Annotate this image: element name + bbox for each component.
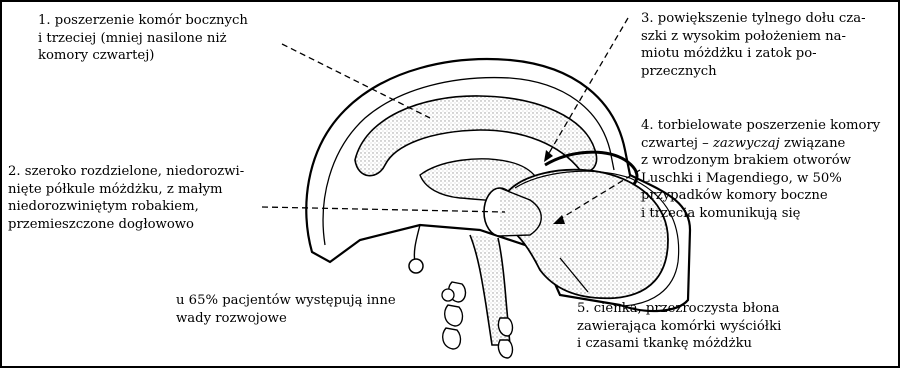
- leader-line-2: [262, 207, 505, 212]
- label-4-rest: z wrodzonym brakiem otworów Luschki i Ma…: [641, 153, 851, 221]
- label-4: 4. torbielowate poszerzenie komory czwart…: [641, 117, 880, 223]
- label-2-number: 2.: [8, 164, 21, 179]
- label-4-line2-post: związane: [780, 136, 846, 151]
- label-4-line1: torbielowate poszerzenie komory: [658, 118, 880, 133]
- label-3-text: powiększenie tylnego dołu cza- szki z wy…: [641, 11, 866, 79]
- note-text: u 65% pacjentów występują inne wady rozw…: [176, 293, 396, 326]
- label-1-text: poszerzenie komór bocznych i trzeciej (m…: [38, 13, 248, 63]
- label-1-number: 1.: [38, 13, 51, 28]
- note-other-defects: u 65% pacjentów występują inne wady rozw…: [176, 292, 396, 327]
- label-5-text: cienka, przezroczysta błona zawierająca …: [577, 301, 781, 351]
- leader-line-1: [282, 44, 430, 118]
- vertebra-5: [498, 340, 512, 358]
- label-5-number: 5.: [577, 301, 590, 316]
- label-2-text: szeroko rozdzielone, niedorozwi- nięte p…: [8, 164, 244, 232]
- vertebra-2: [445, 305, 463, 326]
- label-4-number: 4.: [641, 118, 654, 133]
- label-2: 2. szeroko rozdzielone, niedorozwi- nięt…: [8, 163, 244, 233]
- label-3: 3. powiększenie tylnego dołu cza- szki z…: [641, 10, 866, 80]
- occipital-condyle: [442, 289, 454, 301]
- label-5: 5. cienka, przezroczysta błona zawierają…: [577, 300, 781, 353]
- label-3-number: 3.: [641, 11, 654, 26]
- label-4-line2-pre: czwartej –: [641, 136, 713, 151]
- label-1: 1. poszerzenie komór bocznych i trzeciej…: [38, 12, 248, 65]
- pituitary-gland: [409, 259, 423, 273]
- vertebra-3: [443, 328, 461, 349]
- label-4-line2-emphasis: zazwyczaj: [713, 136, 780, 151]
